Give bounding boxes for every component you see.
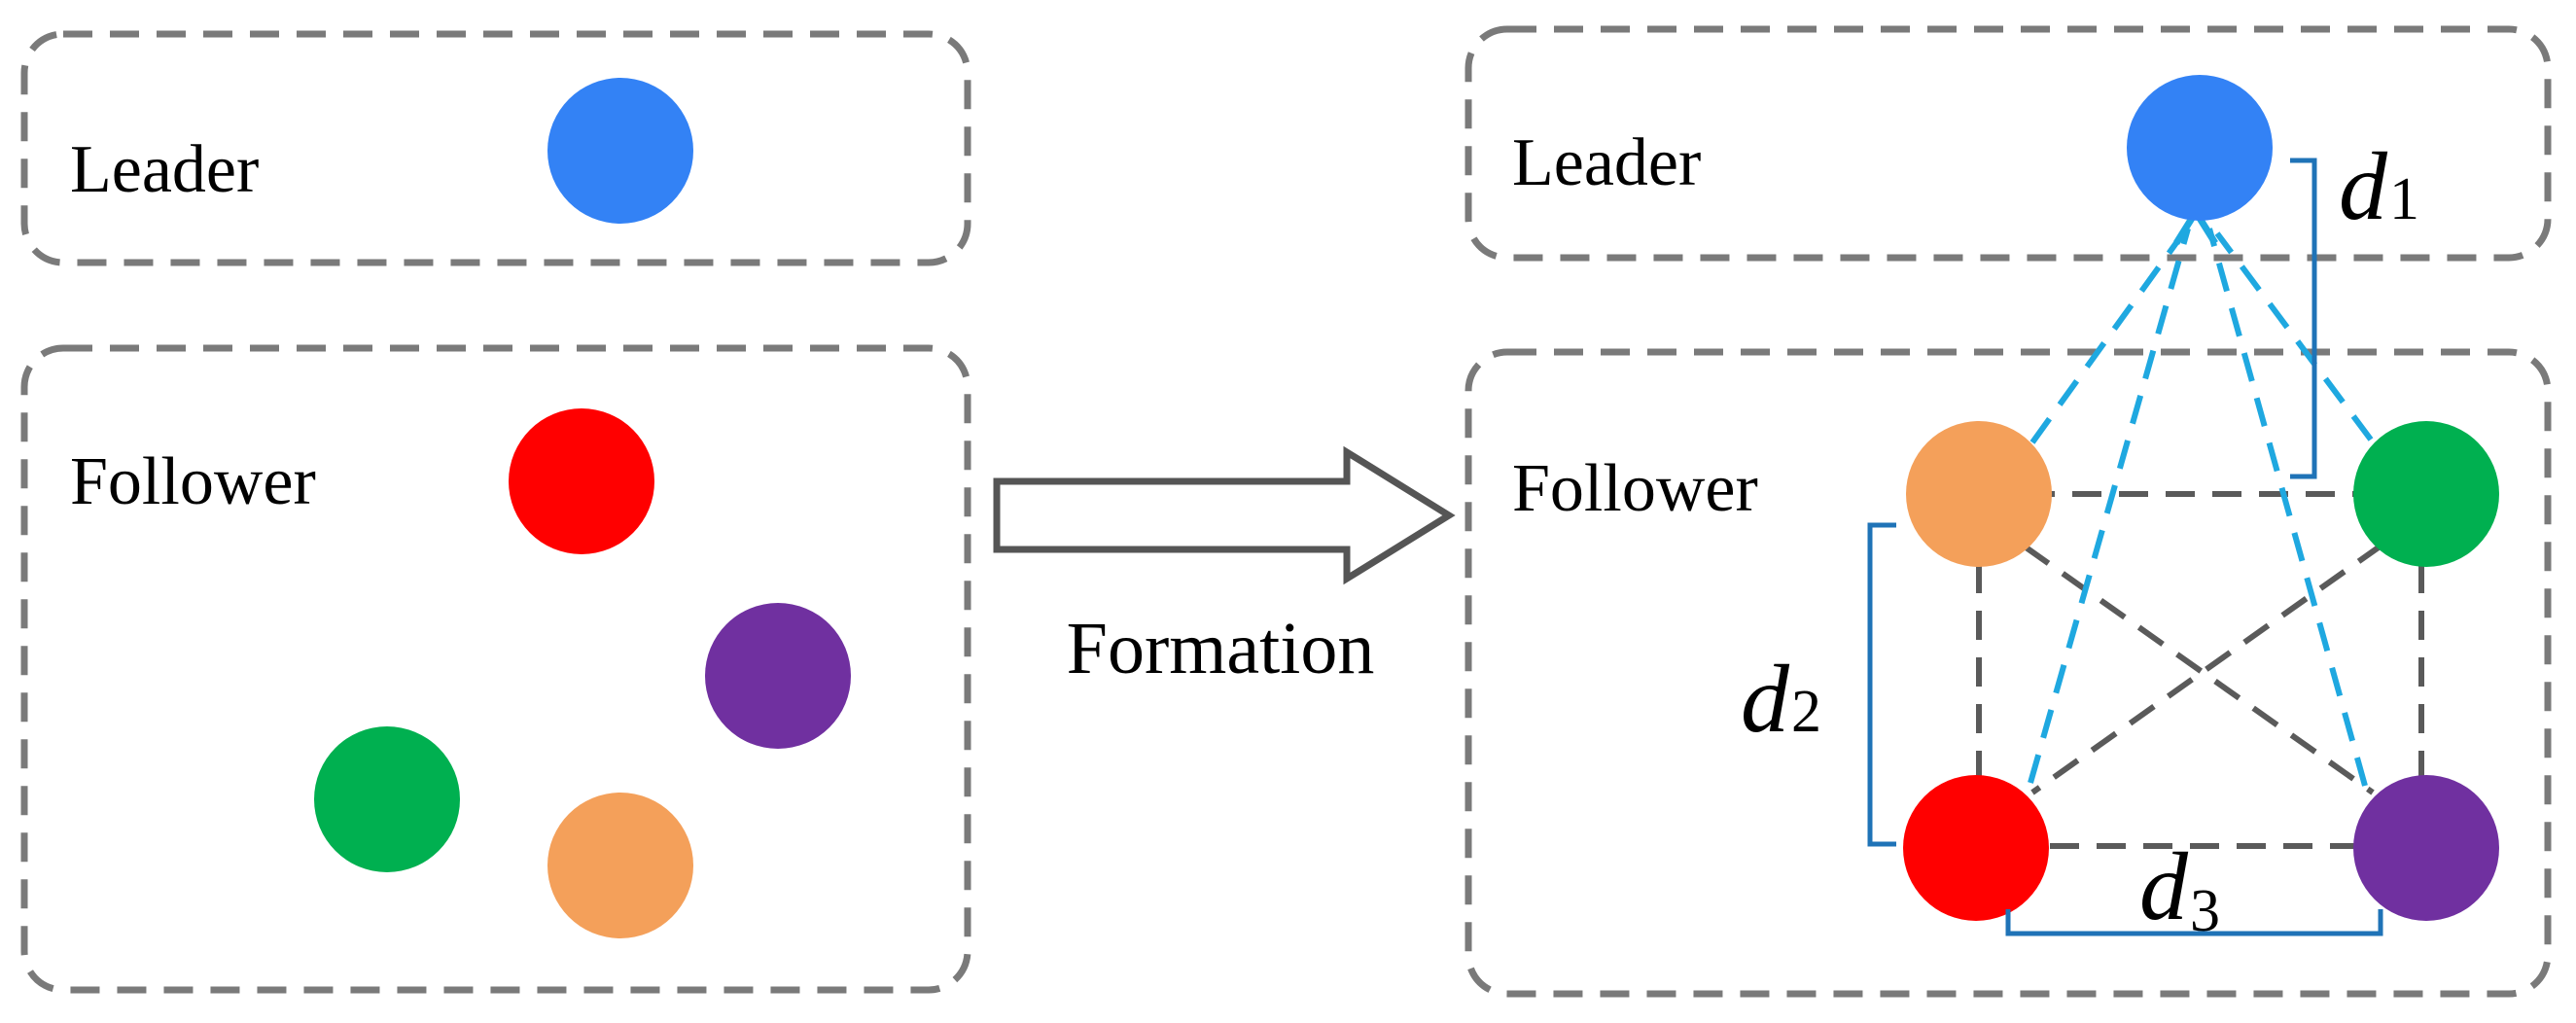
left-follower-label: Follower [70, 444, 316, 519]
left-follower-orange-node [547, 793, 693, 938]
right-follower-red-node [1903, 775, 2049, 921]
link-orange-purple [2023, 544, 2375, 795]
d2-label: d2 [1741, 645, 1821, 753]
d1-label: d1 [2339, 132, 2419, 240]
left-follower-box [20, 344, 971, 994]
formation-arrow [993, 445, 1456, 585]
link-orange-leader [2029, 231, 2186, 444]
right-leader-node [2127, 75, 2273, 221]
left-leader-label: Leader [70, 132, 259, 207]
d1-bracket [2290, 158, 2317, 479]
right-leader-box [1464, 25, 2552, 262]
d3-bracket [2005, 909, 2383, 936]
link-red-leader [2028, 228, 2191, 784]
left-follower-green-node [314, 726, 460, 872]
right-leader-label: Leader [1512, 125, 1701, 200]
d3-label: d3 [2139, 832, 2220, 944]
d2-bracket [1867, 522, 1896, 847]
formation-label: Formation [1067, 608, 1375, 689]
right-follower-orange-node [1906, 421, 2052, 567]
link-purple-leader [2206, 228, 2368, 787]
left-follower-purple-node [705, 603, 851, 749]
left-leader-box [20, 30, 971, 266]
left-follower-red-node [509, 408, 654, 554]
right-follower-label: Follower [1512, 451, 1758, 526]
right-follower-purple-node [2353, 775, 2499, 921]
right-follower-green-node [2353, 421, 2499, 567]
left-leader-node [547, 78, 693, 224]
link-green-leader [2214, 231, 2374, 441]
link-green-red [2030, 542, 2384, 795]
